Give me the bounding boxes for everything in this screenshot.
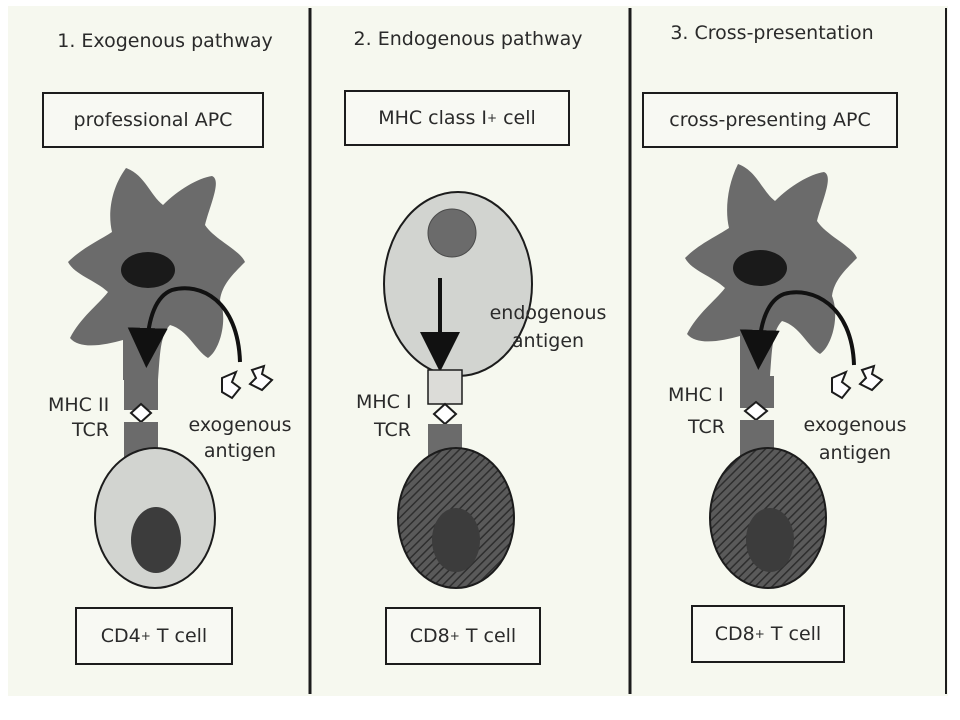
mhc-tcr-interface-3 [743, 400, 769, 422]
panel-2-tcell-suffix: T cell [465, 625, 517, 647]
panel-1-tcell-suffix: T cell [156, 625, 208, 647]
panel-3-antigen-line2: antigen [818, 442, 892, 464]
antigen-fragment-1b [248, 364, 274, 392]
mhc-tcr-interface-2 [432, 402, 458, 426]
panel-1-apc-label: professional APC [73, 109, 233, 131]
panel-2-graphics [383, 191, 533, 589]
mhc-tcr-interface-1 [129, 402, 153, 424]
mhc-i-stem-2 [427, 369, 463, 405]
cd8-t-cell-nucleus-3 [746, 508, 794, 572]
panel-3-apc-label-box: cross-presenting APC [642, 92, 898, 148]
antigen-fragment-1a [221, 370, 242, 400]
cd8-t-cell-nucleus-2 [432, 508, 480, 572]
apc-nucleus-1 [121, 252, 175, 288]
apc-nucleus-3 [733, 250, 787, 286]
panel-3-graphics [685, 164, 884, 589]
panel-3-tcell-label-box: CD8+ T cell [691, 605, 845, 663]
panel-3-antigen-line1: exogenous [803, 414, 907, 436]
antigen-fragment-3b [858, 364, 884, 392]
panel-1-tcell-label-box: CD4+ T cell [75, 607, 233, 665]
panel-3-tcr-label: TCR [688, 416, 725, 438]
panel-3-tcell-prefix: CD8 [714, 623, 755, 645]
panel-1-tcell-prefix: CD4 [100, 625, 141, 647]
panel-2-tcell-label-box: CD8+ T cell [385, 607, 541, 665]
panel-2-apc-prefix: MHC class I [378, 107, 487, 129]
panel-1-title: 1. Exogenous pathway [57, 30, 273, 52]
panel-3-apc-label: cross-presenting APC [669, 109, 871, 131]
panel-1-mhc-label: MHC II [48, 394, 110, 416]
cd4-t-cell-nucleus [131, 507, 181, 573]
panel-1-apc-label-box: professional APC [42, 92, 264, 148]
panel-1-graphics [68, 168, 274, 589]
panel-2-apc-label-box: MHC class I+ cell [344, 90, 570, 146]
panel-1-antigen-line2: antigen [203, 440, 277, 462]
panel-3-title: 3. Cross-presentation [670, 22, 874, 44]
antigen-fragment-3a [831, 370, 852, 400]
panel-2-tcell-prefix: CD8 [409, 625, 450, 647]
panel-2-title: 2. Endogenous pathway [353, 28, 583, 50]
mhc-cell-nucleus [427, 208, 477, 258]
uptake-arrow-1 [127, 286, 242, 368]
panel-1-tcr-label: TCR [72, 419, 109, 441]
uptake-arrow-3 [739, 290, 856, 370]
panel-2-mhc-label: MHC I [356, 391, 412, 413]
panel-2-tcr-label: TCR [374, 419, 411, 441]
panel-3-mhc-label: MHC I [668, 384, 724, 406]
panel-3-tcell-suffix: T cell [770, 623, 822, 645]
panel-1-antigen-line1: exogenous [188, 414, 292, 436]
panel-2-apc-suffix: cell [503, 107, 536, 129]
panel-2-antigen-line1: endogenous [489, 302, 607, 324]
panel-2-antigen-line2: antigen [511, 330, 585, 352]
